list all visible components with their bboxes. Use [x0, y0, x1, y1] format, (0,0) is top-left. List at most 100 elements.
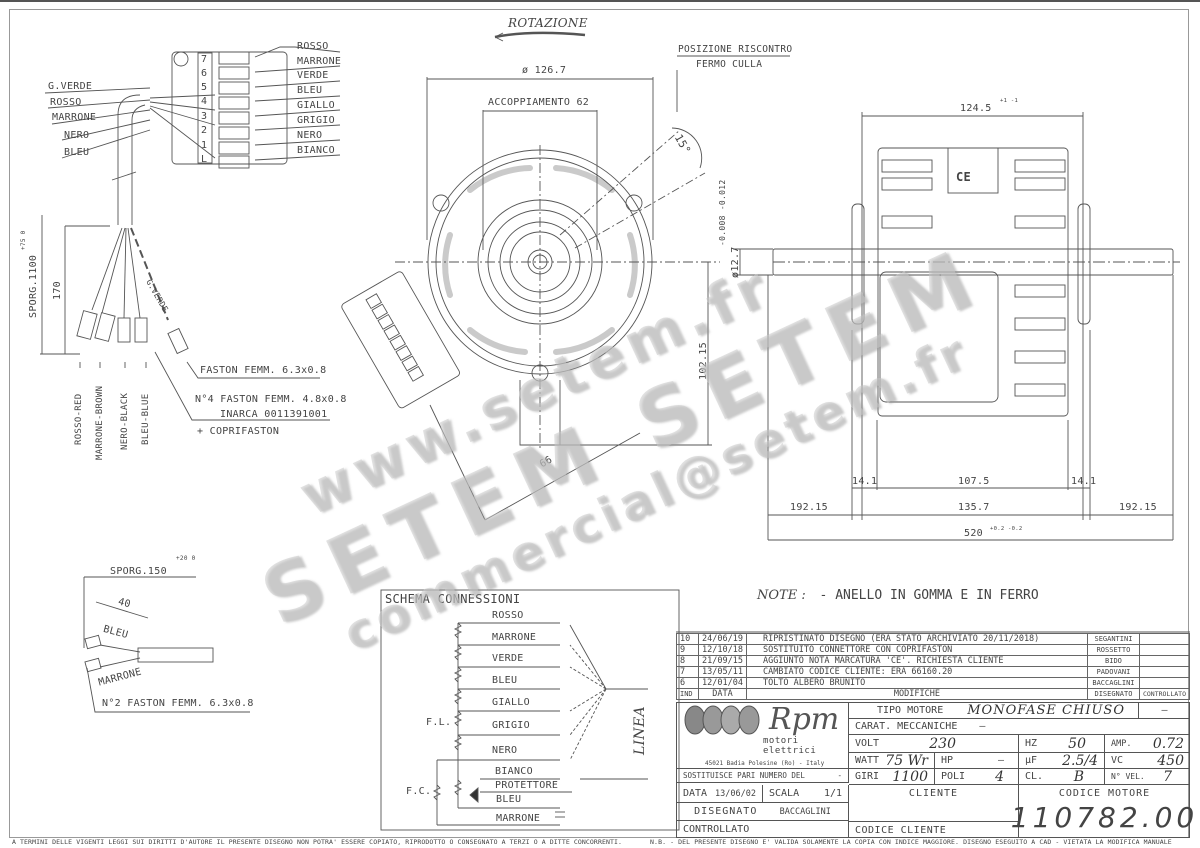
data-value: 13/06/02 [715, 788, 756, 799]
frame-top-border [0, 0, 1200, 2]
uf-label: µF [1025, 755, 1038, 766]
schema-wire: NERO [492, 745, 518, 756]
dim-135: 135.7 [958, 502, 990, 513]
dim-shaft-tolerance: -0.008 -0.012 [718, 179, 727, 246]
terminal-number: L [201, 154, 208, 165]
rev-drawn-by: ROSSETTO [1086, 644, 1140, 656]
schema-wire: MARRONE [492, 632, 537, 643]
hz-label: HZ [1025, 738, 1038, 749]
faston-label-1: FASTON FEMM. 6.3x0.8 [200, 365, 327, 376]
poli-label: POLI [941, 771, 966, 782]
sostituisce-cell: SOSTITUISCE PARI NUMERO DEL - [677, 769, 849, 783]
rotation-label: ROTAZIONE [508, 16, 588, 30]
position-label: POSIZIONE RISCONTRO [678, 44, 793, 55]
tipo-motore-value: MONOFASE CHIUSO [967, 703, 1125, 718]
scala-label: SCALA [769, 788, 800, 799]
terminal-number: 4 [201, 96, 208, 107]
watt-value: 75 Wr [885, 752, 928, 769]
note-text: - ANELLO IN GOMMA E IN FERRO [819, 588, 1039, 603]
rev-drawn-by: PADOVANI [1086, 666, 1140, 678]
terminal-number: 5 [201, 82, 208, 93]
rev-ind: 10 [676, 633, 699, 645]
connector-label: ROSSO-RED [74, 393, 84, 445]
giri-label: GIRI [855, 771, 880, 782]
schema-wire: BLEU [496, 794, 522, 805]
nvel-value: 7 [1163, 768, 1172, 785]
wire-label-right: ROSSO [297, 41, 329, 52]
capacitor-faston-label: N°2 FASTON FEMM. 6.3x0.8 [102, 698, 254, 709]
vc-value: 450 [1157, 752, 1184, 769]
tipo-extra: — [1161, 705, 1168, 716]
connector-label: NERO-BLACK [120, 392, 130, 450]
poli-cell: POLI 4 [935, 769, 1019, 785]
wire-label-left: BLEU [64, 147, 90, 158]
schema-wire: MARRONE [496, 813, 541, 824]
uf-cell: µF 2.5/4 [1019, 753, 1105, 769]
dim-520-tol: +0.2 -0.2 [990, 526, 1023, 532]
fc-label: F.C. [406, 786, 432, 797]
dim-diameter: ø 126.7 [522, 65, 567, 76]
amp-label: AMP. [1111, 738, 1132, 749]
hz-value: 50 [1068, 735, 1086, 752]
note-prefix: NOTE : [757, 588, 806, 603]
terminal-number: 7 [201, 54, 208, 65]
schema-wire: PROTETTORE [495, 780, 559, 791]
rev-ind: 8 [676, 655, 699, 667]
wire-label-left: G.VERDE [48, 81, 93, 92]
carat-cell: CARAT. MECCANICHE — [849, 719, 1190, 735]
rev-change: SOSTITUITO CONNETTORE CON COPRIFASTON [745, 644, 1088, 656]
carat-value: — [979, 721, 986, 732]
rev-checked-by [1138, 644, 1191, 656]
terminal-number: 2 [201, 125, 208, 136]
sporg-tolerance: +75 0 [20, 230, 27, 250]
terminal-number: 3 [201, 111, 208, 122]
cl-label: CL. [1025, 771, 1044, 782]
rev-checked-by [1138, 655, 1191, 667]
rev-date: 24/06/19 [698, 633, 747, 645]
wire-label-right: NERO [297, 130, 323, 141]
faston-label-4: N°4 FASTON FEMM. 4.8x0.8 [195, 394, 347, 405]
cliente-cell: CLIENTE [849, 785, 1019, 821]
cliente-label: CLIENTE [908, 788, 959, 799]
cl-value: B [1073, 768, 1084, 785]
controllato-cell: CONTROLLATO [677, 821, 849, 838]
header-checked-by: CONTROLLATO [1138, 688, 1191, 700]
rev-checked-by [1138, 666, 1191, 678]
amp-value: 0.72 [1152, 735, 1184, 752]
header-changes: MODIFICHE [745, 688, 1088, 700]
nvel-label: N° VEL. [1111, 772, 1145, 781]
schema-wire: BIANCO [495, 766, 533, 777]
revision-row: 10 24/06/19 RIPRISTINATO DISEGNO (ERA ST… [676, 633, 1191, 645]
wire-label-left: NERO [64, 130, 90, 141]
dim-14-right: 14.1 [1071, 476, 1097, 487]
title-block: Rpm motori elettrici 45021 Badia Polesin… [676, 702, 1194, 838]
schema-wire: VERDE [492, 653, 524, 664]
data-label: DATA [683, 788, 708, 799]
disegnato-cell: DISEGNATO BACCAGLINI [677, 803, 849, 821]
logo-row: Rpm [683, 704, 839, 736]
wire-label-left: ROSSO [50, 97, 82, 108]
position-label-2: FERMO CULLA [696, 59, 763, 70]
dim-107: 107.5 [958, 476, 990, 487]
rev-ind: 9 [676, 644, 699, 656]
wire-label-right: GIALLO [297, 100, 335, 111]
terminal-number: 1 [201, 140, 208, 151]
vc-label: VC [1111, 755, 1124, 766]
revision-row: 9 12/10/18 SOSTITUITO CONNETTORE CON COP… [676, 644, 1191, 656]
dim-14-left: 14.1 [852, 476, 878, 487]
carat-label: CARAT. MECCANICHE [855, 721, 958, 732]
volt-label: VOLT [855, 738, 880, 749]
footer-right: N.B. - DEL PRESENTE DISEGNO E' VALIDA SO… [650, 838, 1172, 846]
schema-wire: BLEU [492, 675, 518, 686]
rev-checked-by [1138, 677, 1191, 689]
hp-cell: HP — [935, 753, 1019, 769]
cl-cell: CL. B [1019, 769, 1105, 785]
drawing-frame [9, 9, 1189, 838]
giri-value: 1100 [892, 768, 928, 785]
hp-label: HP [941, 755, 954, 766]
rev-checked-by [1138, 633, 1191, 645]
rev-date: 12/10/18 [698, 644, 747, 656]
hp-value: — [997, 755, 1004, 766]
nvel-cell: N° VEL. 7 [1105, 769, 1190, 785]
sporg-150-label: SPORG.150 [110, 566, 167, 577]
